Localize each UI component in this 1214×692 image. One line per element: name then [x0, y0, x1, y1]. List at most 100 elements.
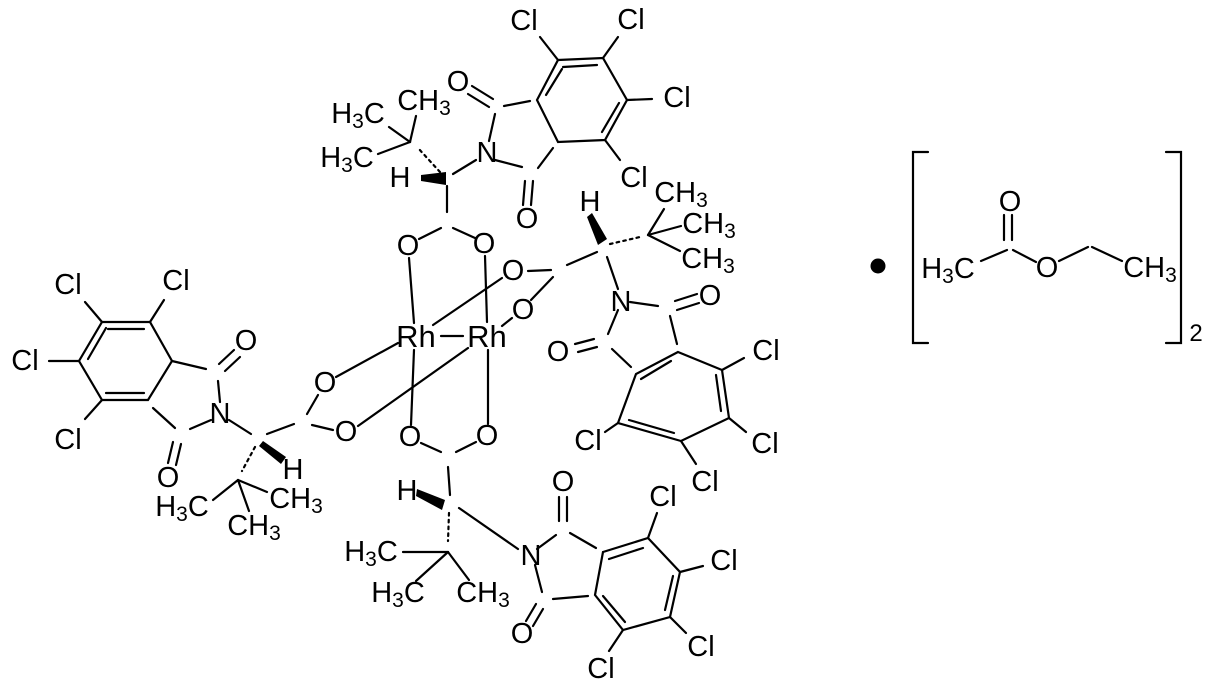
bond	[561, 63, 599, 69]
bond	[470, 84, 495, 101]
bond	[417, 226, 443, 241]
hash-wedge-bond	[446, 511, 451, 543]
bond	[668, 615, 688, 635]
bond	[446, 550, 471, 582]
cl-label: Cl	[649, 481, 676, 513]
cl-label: Cl	[11, 345, 38, 377]
bond	[668, 314, 679, 346]
bond	[236, 478, 251, 513]
bond	[217, 348, 236, 366]
o-label: O	[235, 325, 258, 357]
wedge-bond	[416, 489, 445, 510]
methyl-label: CH3	[227, 510, 281, 545]
bond	[673, 292, 699, 303]
bond	[86, 326, 108, 361]
bond	[454, 440, 478, 454]
bond	[334, 341, 400, 379]
bond	[601, 594, 627, 624]
h-label: H	[580, 186, 601, 218]
bond	[678, 564, 705, 574]
methyl-label: CH3	[681, 243, 735, 278]
o-label: O	[447, 66, 470, 98]
bond	[607, 628, 625, 653]
methyl-label: H3C	[331, 98, 385, 133]
bond	[531, 607, 545, 628]
bond	[265, 422, 296, 436]
bond	[675, 301, 701, 312]
bond	[679, 439, 698, 466]
bracket-right	[1164, 150, 1183, 345]
bond	[529, 179, 535, 207]
bond	[502, 99, 532, 108]
cl-label: Cl	[687, 631, 714, 663]
bond	[535, 533, 558, 551]
o-label: O	[335, 416, 358, 448]
bond	[606, 308, 620, 336]
bond	[720, 356, 746, 372]
o-label: O	[473, 228, 496, 260]
bond	[663, 574, 675, 612]
bond	[573, 337, 596, 346]
bond	[419, 441, 443, 454]
bond	[576, 345, 599, 354]
bond	[188, 418, 213, 431]
bond	[407, 256, 416, 325]
bond	[521, 179, 527, 207]
bond	[83, 398, 104, 421]
h-label: H	[397, 475, 418, 507]
methyl-label: H3C	[155, 491, 209, 526]
bond	[77, 320, 174, 402]
bond	[387, 125, 412, 144]
bond	[211, 478, 240, 502]
bond	[603, 421, 620, 434]
bond	[568, 531, 598, 550]
o-label: O	[547, 336, 570, 368]
o-label: O	[511, 618, 534, 650]
methyl-label: CH3	[654, 177, 708, 212]
cl-label: Cl	[587, 653, 614, 685]
methyl-label: CH3	[397, 85, 451, 120]
bond	[451, 226, 477, 240]
bond	[610, 347, 633, 369]
bond	[170, 359, 208, 371]
bond	[533, 563, 544, 594]
methyl-label: CH3	[682, 208, 736, 243]
bond	[524, 602, 538, 623]
cl-label: Cl	[620, 162, 647, 194]
o-label: O	[314, 367, 337, 399]
bond	[408, 114, 418, 144]
bond	[414, 550, 450, 583]
bond	[451, 158, 478, 176]
o-label: O	[552, 466, 575, 498]
bond	[529, 275, 555, 302]
bond	[216, 379, 222, 404]
methyl-label: H3C	[344, 536, 398, 571]
bond	[535, 56, 629, 144]
bond	[628, 300, 660, 308]
hash-wedge-bond	[416, 146, 442, 174]
methyl-label: CH3	[456, 577, 510, 612]
bond	[1090, 245, 1124, 263]
bond	[409, 348, 416, 427]
bond	[457, 506, 520, 551]
h-label: H	[390, 162, 411, 194]
bond	[646, 233, 682, 253]
bond	[727, 416, 748, 434]
cl-label: Cl	[162, 265, 189, 297]
solvent-o-label: O	[999, 186, 1022, 218]
bond	[310, 423, 335, 432]
bond	[493, 158, 524, 169]
bond	[565, 250, 599, 267]
methyl-label: H3C	[371, 577, 425, 612]
solvent-o-label: O	[1036, 252, 1059, 284]
bond	[538, 35, 560, 62]
bond	[625, 97, 654, 102]
bond	[376, 140, 412, 156]
bond	[714, 373, 723, 413]
o-label: O	[157, 462, 180, 494]
wedge-bond	[421, 172, 446, 185]
bond	[227, 418, 253, 436]
bracket-left	[911, 150, 930, 345]
